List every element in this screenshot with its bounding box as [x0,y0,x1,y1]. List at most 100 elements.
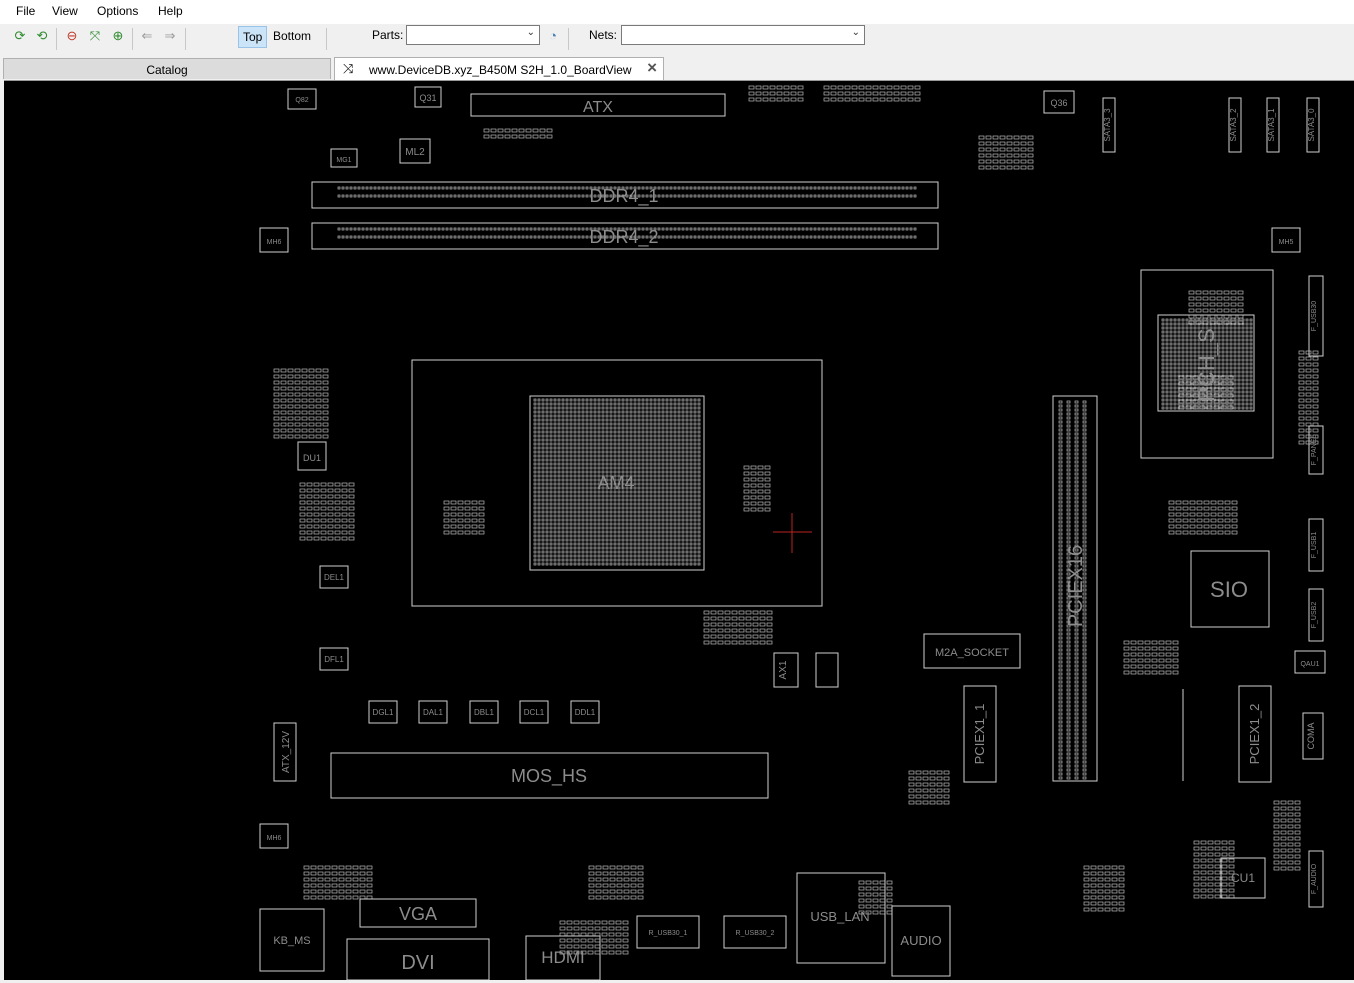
pad [561,466,565,470]
top-side-button[interactable]: Top [238,26,268,48]
q82-part[interactable] [287,88,317,110]
f-usb2-header[interactable] [1308,588,1324,642]
f-usb1-header[interactable] [1308,518,1324,572]
pad [1188,296,1195,301]
pad [593,494,597,498]
pad [1082,748,1087,752]
parts-combo[interactable]: ⌄ [406,25,540,45]
sata3-1-header[interactable] [1266,97,1280,153]
vga-connector[interactable] [359,898,477,928]
coma-header[interactable] [1302,712,1324,760]
audio-connector[interactable] [891,905,951,977]
mh6-hole[interactable] [259,227,289,253]
pciex1-2-slot[interactable] [1238,685,1272,783]
r-usb30-1[interactable] [636,915,700,949]
sio-chip[interactable] [1190,550,1270,628]
pad [625,514,629,518]
board-canvas[interactable]: ATX DDR4_1 DDR4_2 AM4 PCH_S SIO PCIEX16 … [4,80,1354,981]
mg1-part[interactable] [330,148,358,168]
ddr4-2-slot[interactable] [311,222,939,250]
pciex16-slot[interactable] [1052,395,1098,782]
menu-file[interactable]: File [16,4,36,18]
mh6-hole-2[interactable] [259,823,289,849]
pad [1280,812,1287,817]
zoom-out-icon[interactable]: ⊖ [66,28,78,43]
pad [609,458,613,462]
cu1-chip[interactable] [1220,857,1266,899]
pciex1-1-slot[interactable] [963,685,997,783]
sata3-3-header[interactable] [1102,97,1116,153]
dfl1-part[interactable] [319,647,349,671]
pad [308,380,315,385]
usb-lan-connector[interactable] [796,872,886,964]
pad [609,502,613,506]
am4-socket[interactable] [411,359,823,607]
pad [1097,871,1104,876]
pad [633,514,637,518]
r-usb30-2[interactable] [723,915,787,949]
f-usb30-header[interactable] [1308,275,1324,357]
mos-heatsink[interactable] [330,752,769,799]
bulb-icon[interactable]: ◔ [549,28,557,43]
ddr4-1-slot[interactable] [311,181,939,209]
board-view-svg[interactable]: ATX DDR4_1 DDR4_2 AM4 PCH_S SIO PCIEX16 … [4,81,1354,981]
close-icon[interactable]: × [647,58,657,77]
nets-combo[interactable]: ⌄ [621,25,865,45]
pch-die[interactable] [1157,314,1255,412]
pch-outline[interactable] [1140,269,1274,459]
q36-part[interactable] [1043,90,1075,114]
pad [1185,381,1192,386]
ddl1-part[interactable] [570,700,600,724]
pad [1151,670,1158,675]
reload-icon[interactable]: ⟲ [36,28,48,43]
dgl1-part[interactable] [368,700,398,724]
pad [601,562,605,566]
back-icon[interactable]: ⇐ [141,28,153,43]
f-audio-header[interactable] [1308,850,1324,908]
f-panel-header[interactable] [1308,425,1324,475]
refresh-icon[interactable]: ⟳ [14,28,26,43]
ax1-part[interactable] [773,652,799,688]
ml2-part[interactable] [399,138,431,164]
du1-chip[interactable] [297,441,327,471]
dbl1-part[interactable] [469,700,499,724]
q31-part[interactable] [414,86,442,108]
bottom-side-button[interactable]: Bottom [273,29,312,43]
zoom-in-icon[interactable]: ⊕ [112,28,124,43]
pad [1082,668,1087,672]
pad [1294,866,1301,871]
m2a-socket[interactable] [923,633,1021,669]
atx-connector[interactable] [470,93,726,117]
pad [597,454,601,458]
tab-boardview[interactable]: ⤨ www.DeviceDB.xyz_B450M S2H_1.0_BoardVi… [334,57,664,80]
tab-catalog[interactable]: Catalog [3,58,331,79]
menu-view[interactable]: View [52,4,78,18]
pad [1165,370,1169,374]
pad [681,478,685,482]
cpu-die[interactable] [529,395,705,571]
sata3-2-header[interactable] [1228,97,1242,153]
pad [657,534,661,538]
zoom-fit-icon[interactable]: ⤧ [89,28,101,43]
forward-icon[interactable]: ⇒ [164,28,176,43]
pad [1217,358,1221,362]
pad [661,514,665,518]
pad [609,498,613,502]
sata3-0-header[interactable] [1306,97,1320,153]
mh5-hole[interactable] [1271,227,1301,253]
pad [689,514,693,518]
dal1-part[interactable] [418,700,448,724]
pad [359,889,366,894]
pad [625,534,629,538]
kbms-connector[interactable] [259,908,325,972]
del1-part[interactable] [319,565,349,589]
atx12v-connector[interactable] [273,722,297,782]
label-r-usb30-2: R_USB30_2 [736,930,775,937]
pad [545,546,549,550]
oitx-part[interactable] [815,652,839,688]
pad [1058,608,1063,612]
menu-help[interactable]: Help [158,4,183,18]
dcl1-part[interactable] [519,700,549,724]
menu-options[interactable]: Options [97,4,139,18]
qau1-part[interactable] [1294,650,1326,674]
